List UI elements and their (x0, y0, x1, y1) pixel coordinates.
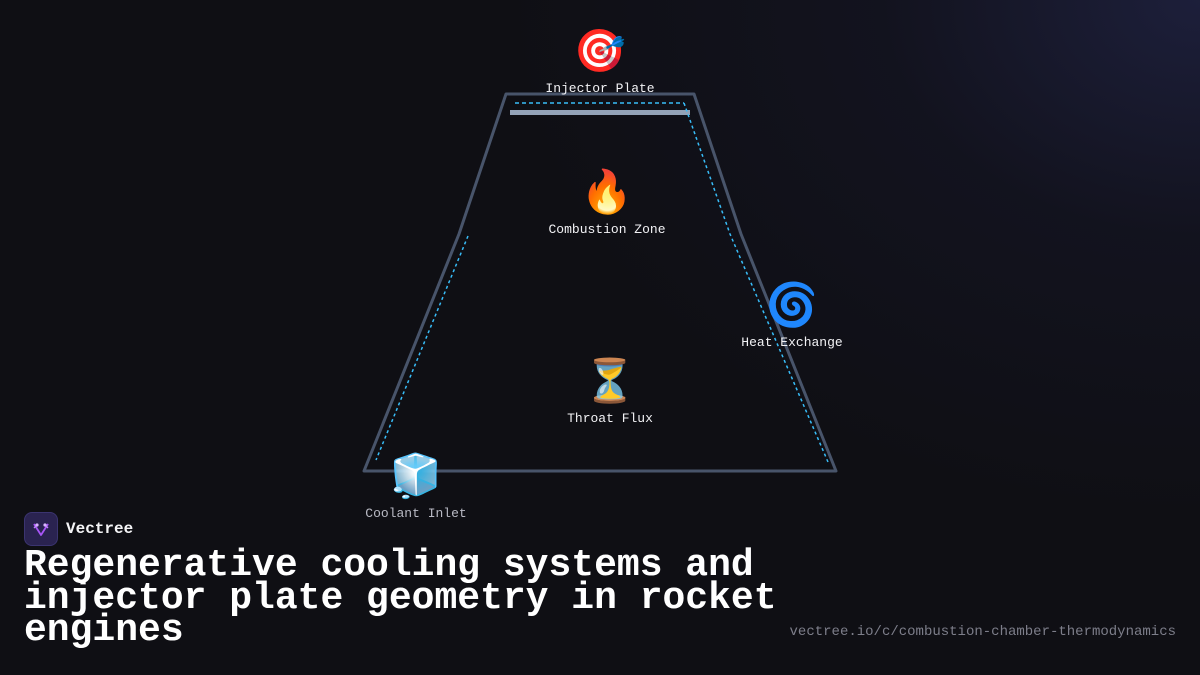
node-label: Combustion Zone (548, 222, 666, 237)
injector-plate-bar (510, 110, 690, 115)
node-coolant-inlet: 🧊 Coolant Inlet (365, 453, 466, 521)
cyclone-icon: 🌀 (765, 283, 819, 329)
node-label: Heat Exchange (741, 335, 843, 350)
fire-icon: 🔥 (580, 170, 634, 216)
page-title: Regenerative cooling systems and injecto… (24, 544, 777, 652)
node-injector-plate: 🎯 Injector Plate (545, 28, 654, 96)
target-icon: 🎯 (573, 29, 627, 75)
node-label: Throat Flux (567, 411, 653, 426)
vectree-logo-icon (24, 512, 58, 546)
node-throat-flux: ⏳ Throat Flux (567, 358, 653, 426)
ice-cube-icon: 🧊 (389, 454, 443, 500)
hourglass-icon: ⏳ (583, 359, 637, 405)
coolant-channel-right (683, 102, 829, 463)
node-label: Coolant Inlet (365, 506, 467, 521)
source-url: vectree.io/c/combustion-chamber-thermody… (789, 624, 1176, 640)
brand: Vectree (24, 512, 133, 546)
chamber-outline (362, 92, 838, 473)
node-combustion-zone: 🔥 Combustion Zone (548, 169, 665, 237)
coolant-channel-left (375, 235, 469, 461)
node-label: Injector Plate (545, 81, 655, 96)
node-heat-exchange: 🌀 Heat Exchange (741, 282, 842, 350)
brand-name: Vectree (66, 520, 134, 538)
